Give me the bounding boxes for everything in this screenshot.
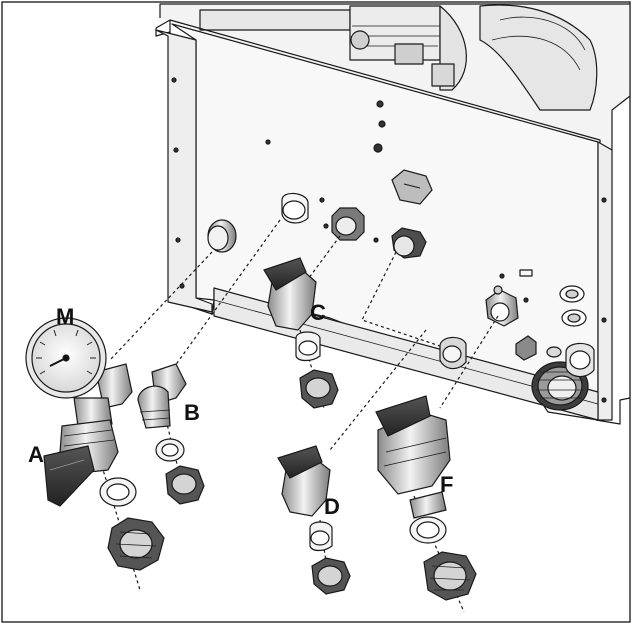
label-d: D bbox=[324, 494, 340, 519]
label-m: M bbox=[56, 304, 74, 329]
valve-c bbox=[263, 257, 339, 409]
label-c: C bbox=[310, 300, 326, 325]
label-b: B bbox=[184, 400, 200, 425]
label-f: F bbox=[440, 472, 453, 497]
valve-f bbox=[375, 395, 477, 601]
boiler-panel bbox=[155, 3, 631, 425]
elbow-b bbox=[137, 363, 205, 505]
label-a: A bbox=[28, 442, 44, 467]
part-labels: M A B C D F bbox=[28, 300, 453, 519]
valve-d bbox=[277, 445, 351, 595]
gauge-valve-a bbox=[25, 317, 165, 571]
panel-connections bbox=[207, 169, 595, 411]
